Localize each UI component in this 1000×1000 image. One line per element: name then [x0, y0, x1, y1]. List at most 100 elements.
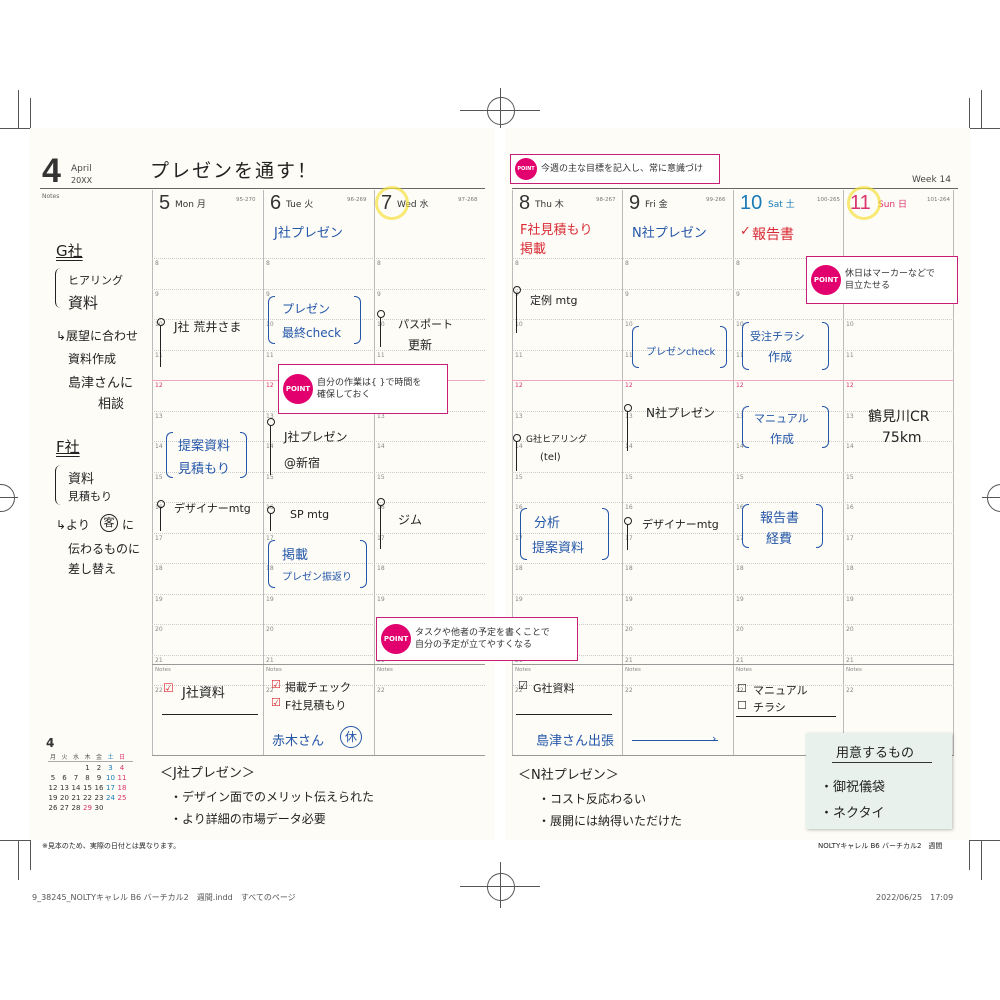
calendar-day: 2 — [96, 764, 102, 772]
thu-top2: 掲載 — [520, 242, 547, 257]
hour-line — [152, 685, 485, 686]
tue-event4a: 掲載 — [282, 548, 309, 563]
hour-label: 13 — [515, 412, 523, 420]
pin-icon — [624, 517, 632, 525]
header-rule-left — [40, 188, 485, 189]
thu-note-checkbox: ☑ — [518, 679, 528, 692]
calendar-day: 1 — [85, 764, 90, 772]
hour-line — [152, 471, 485, 473]
mon-event2a: 提案資料 — [178, 439, 231, 454]
hour-line — [152, 288, 485, 290]
point-text: 休日はマーカーなどで — [845, 269, 935, 279]
column-divider — [843, 190, 844, 755]
notes-label: Notes — [515, 667, 531, 673]
hour-label: 19 — [846, 595, 854, 603]
f-line3-suffix: に — [122, 518, 135, 532]
hour-label: 8 — [625, 260, 629, 267]
hour-label: 15 — [155, 473, 163, 481]
hour-label: 21 — [155, 656, 163, 664]
day-name: Fri 金 — [645, 200, 668, 210]
day-name: Thu 木 — [535, 200, 564, 210]
day-number: 5 — [159, 192, 171, 214]
hour-label: 11 — [266, 351, 274, 359]
hour-line — [512, 258, 954, 259]
hour-label: 13 — [266, 412, 274, 420]
hour-label: 12 — [266, 382, 274, 389]
point-badge: POINT — [381, 624, 411, 654]
thu-event2b: (tel) — [540, 452, 561, 463]
calendar-weekday: 水 — [72, 754, 79, 761]
hour-line — [152, 624, 485, 625]
day-number: 8 — [519, 192, 531, 214]
hour-label: 22 — [846, 687, 854, 694]
hour-label: 8 — [155, 260, 159, 267]
hour-label: 8 — [736, 260, 740, 267]
column-divider — [374, 190, 375, 755]
point-badge: POINT — [283, 374, 313, 404]
calendar-day: 24 — [106, 794, 115, 802]
calendar-day: 27 — [60, 804, 69, 812]
hour-label: 19 — [266, 595, 274, 603]
hour-line — [512, 410, 954, 412]
calendar-day: 11 — [117, 774, 127, 782]
calendar-day: 22 — [83, 794, 92, 802]
hour-line — [512, 319, 954, 320]
hour-label: 17 — [736, 534, 744, 542]
calendar-day: 18 — [117, 784, 127, 792]
hour-label: 18 — [515, 565, 523, 572]
pin-icon — [157, 318, 165, 326]
calendar-day: 20 — [60, 794, 69, 802]
hour-label: 15 — [736, 473, 744, 481]
hour-line — [512, 288, 954, 290]
f-company-heading: F社 — [56, 438, 80, 456]
hour-label: 17 — [625, 534, 633, 542]
bottom-right-line1: ・コスト反応わるい — [538, 792, 647, 806]
hour-label: 8 — [515, 260, 519, 267]
sun-event1a: 鶴見川CR — [868, 409, 930, 425]
calendar-day: 25 — [117, 794, 127, 802]
hour-label: 15 — [266, 473, 274, 481]
tue-event1b: 最終check — [282, 326, 342, 340]
hour-line — [512, 685, 954, 686]
bottom-left-line2: ・より詳細の市場データ必要 — [170, 812, 326, 826]
sticky-note — [806, 733, 952, 829]
hour-label: 13 — [377, 412, 385, 420]
hour-label: 20 — [155, 626, 163, 633]
calendar-day: 19 — [48, 794, 58, 802]
hour-label: 11 — [377, 351, 385, 359]
hour-label: 10 — [266, 321, 274, 328]
noon-line — [512, 380, 954, 381]
mon-note1: J社資料 — [182, 686, 225, 701]
calendar-day: 29 — [83, 804, 92, 812]
notes-label-left: Notes — [42, 193, 60, 200]
week-label: Week 14 — [912, 175, 951, 185]
hour-label: 13 — [736, 412, 744, 420]
footer-right-note: NOLTYキャレル B6 バーチカル2 週間 — [818, 842, 943, 850]
hour-label: 12 — [846, 382, 854, 389]
month-number: 4 — [42, 152, 61, 190]
day-number: 6 — [270, 192, 282, 214]
hour-label: 16 — [846, 504, 854, 511]
sat-top-check: ✓ — [740, 224, 751, 239]
wed-event2: ジム — [398, 513, 423, 527]
f-line2: 見積もり — [68, 490, 112, 503]
wed-event1b: 更新 — [408, 338, 433, 352]
hour-line — [152, 502, 485, 503]
hour-label: 14 — [266, 443, 274, 450]
g-line6: 相談 — [98, 397, 125, 412]
day-index: 98-267 — [596, 197, 616, 203]
notes-label: Notes — [266, 667, 282, 673]
day-name: Wed 水 — [397, 200, 429, 210]
notes-row-divider — [152, 755, 485, 756]
hour-line — [512, 624, 954, 625]
tue-event4b: プレゼン振返り — [282, 572, 352, 583]
hour-label: 14 — [515, 443, 523, 450]
calendar-weekday: 日 — [118, 754, 125, 761]
hour-label: 22 — [155, 687, 163, 694]
footer-left-note: ※見本のため、実際の日付とは異なります。 — [42, 842, 181, 850]
f-line3: ↳より — [56, 518, 90, 532]
registration-mark-top — [487, 97, 515, 125]
mon-note-check: ☑ — [163, 681, 174, 695]
hour-line — [512, 532, 954, 534]
day-number: 10 — [740, 192, 763, 214]
